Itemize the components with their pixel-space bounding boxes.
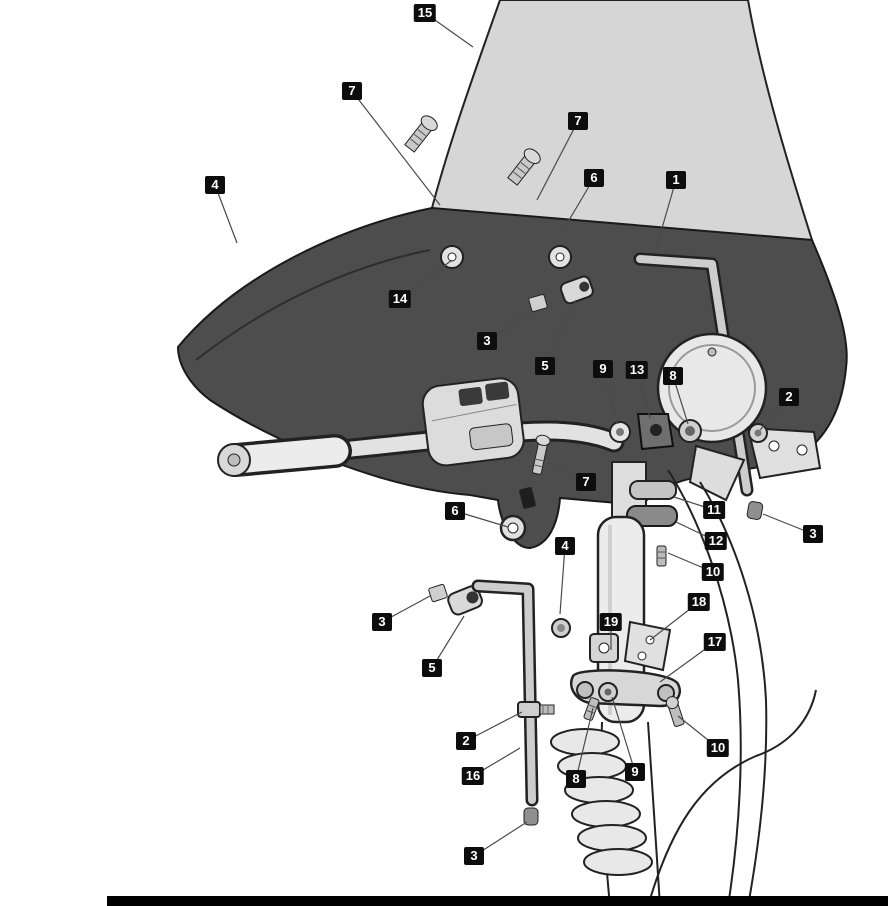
- leader-line-6: [561, 177, 595, 233]
- washer-6-middle: [499, 514, 527, 542]
- headlamp: [656, 332, 768, 444]
- callout-19-22: 19: [599, 613, 623, 631]
- fender-outline: [647, 689, 817, 906]
- spring-coil: [550, 728, 653, 876]
- bar-end-cap-lower: [523, 807, 539, 826]
- washer-9: [609, 421, 631, 443]
- switch-housing: [421, 377, 525, 467]
- square-nut-lower: [428, 583, 448, 603]
- wellnut-left: [440, 245, 464, 269]
- nut-2-lower: [517, 701, 555, 718]
- callout-16-27: 16: [461, 767, 485, 785]
- callout-3-7: 3: [477, 332, 497, 350]
- callout-3-30: 3: [464, 847, 484, 865]
- mounting-bar-16: [471, 579, 539, 807]
- nut-4-lower: [551, 618, 571, 638]
- handlebar-grip: [217, 434, 352, 477]
- headlamp-bracket-plate: [746, 426, 822, 480]
- spacer-upper: [559, 275, 594, 305]
- spacer-lower: [447, 585, 483, 616]
- callout-9-9: 9: [593, 360, 613, 378]
- bolt-7-middle: [532, 434, 551, 475]
- leader-line-5: [544, 299, 577, 367]
- callout-9-29: 9: [625, 763, 645, 781]
- callout-10-18: 10: [701, 563, 725, 581]
- fairing-contour: [195, 249, 431, 361]
- bracket-19: [589, 633, 619, 663]
- bottom-bar: [107, 896, 888, 906]
- square-nut-upper: [528, 294, 548, 312]
- bar-end-cap-upper: [746, 501, 764, 520]
- leader-line-8: [575, 707, 594, 780]
- callout-7-13: 7: [576, 473, 596, 491]
- windshield-screw-right: [507, 148, 541, 186]
- callout-13-10: 13: [625, 361, 649, 379]
- callout-3-20: 3: [372, 613, 392, 631]
- bolt-8-upper: [678, 419, 702, 443]
- bracket-hole-b: [796, 444, 808, 456]
- clamp-13: [636, 413, 675, 451]
- bolt-2-upper: [748, 423, 768, 443]
- bolt-10-lower: [665, 696, 685, 727]
- callout-7-1: 7: [342, 82, 362, 100]
- leader-lines: [214, 12, 814, 857]
- leader-line-4: [214, 184, 238, 244]
- callout-14-6: 14: [388, 290, 412, 308]
- callout-10-26: 10: [706, 739, 730, 757]
- callout-1-4: 1: [666, 171, 686, 189]
- leader-line-4: [559, 545, 566, 615]
- callout-15-0: 15: [413, 4, 437, 22]
- fairing-vent: [519, 487, 536, 509]
- wellnut-right: [548, 245, 572, 269]
- screw-10-right: [656, 545, 667, 567]
- callout-12-17: 12: [704, 532, 728, 550]
- fork-lower-right: [647, 721, 661, 906]
- callout-2-12: 2: [779, 388, 799, 406]
- windshield-screw-left: [404, 115, 438, 153]
- callout-8-11: 8: [663, 367, 683, 385]
- callout-4-5: 4: [205, 176, 225, 194]
- windshield: [430, 0, 814, 242]
- bracket-18: [623, 620, 672, 672]
- fork-leg-outline-b: [699, 481, 768, 906]
- callout-6-3: 6: [584, 169, 604, 187]
- bolt-8-lower: [583, 697, 600, 721]
- callout-3-16: 3: [803, 525, 823, 543]
- callout-2-25: 2: [456, 732, 476, 750]
- leader-line-9: [602, 368, 619, 425]
- callout-5-8: 5: [535, 357, 555, 375]
- callout-5-24: 5: [422, 659, 442, 677]
- fork-leg-outline-a: [667, 469, 742, 906]
- bracket-hole-a: [768, 440, 780, 452]
- leader-line-9: [611, 696, 636, 773]
- callout-7-2: 7: [568, 112, 588, 130]
- clamp-11: [629, 480, 677, 500]
- leader-line-7: [536, 120, 579, 201]
- callout-18-21: 18: [687, 593, 711, 611]
- leader-line-1: [654, 179, 677, 253]
- callout-6-15: 6: [445, 502, 465, 520]
- callout-11-14: 11: [703, 501, 725, 519]
- bolt-9-lower: [598, 682, 618, 702]
- callout-8-28: 8: [566, 770, 586, 788]
- leader-line-7: [351, 90, 441, 206]
- callout-4-19: 4: [555, 537, 575, 555]
- clamp-17: [570, 669, 681, 708]
- callout-17-23: 17: [703, 633, 727, 651]
